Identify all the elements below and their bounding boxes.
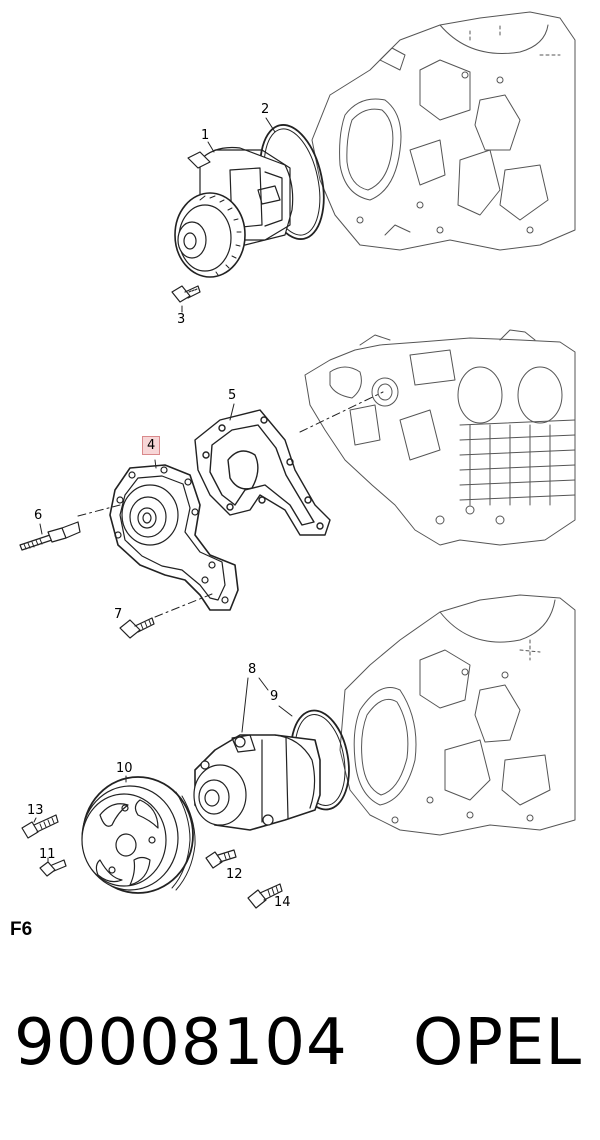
bolt-12 xyxy=(205,849,237,869)
callout-11: 11 xyxy=(39,847,56,862)
leader-13 xyxy=(33,817,37,823)
engine-block-bottom xyxy=(339,594,576,836)
leader-9 xyxy=(278,705,293,717)
callout-14: 14 xyxy=(274,895,291,910)
water-pump-8 xyxy=(193,734,321,831)
engine-block-middle xyxy=(304,329,576,546)
bolt-7 xyxy=(119,617,155,639)
callout-8: 8 xyxy=(248,662,257,677)
leader-8 xyxy=(241,677,249,733)
leader-4 xyxy=(154,459,157,469)
bolt-3 xyxy=(171,285,201,303)
leader-5 xyxy=(229,403,235,421)
bolt-14 xyxy=(247,883,283,909)
callout-2: 2 xyxy=(261,102,270,117)
part-info-row: 90008104 OPEL xyxy=(0,1006,600,1096)
leader-1 xyxy=(207,141,215,153)
figure-code: F6 xyxy=(10,919,33,940)
centerline-bolt-7 xyxy=(154,593,213,618)
water-pump-4 xyxy=(109,464,239,611)
callout-5: 5 xyxy=(228,388,237,403)
leader-8b xyxy=(258,677,269,691)
callout-10: 10 xyxy=(116,761,133,776)
stud-6 xyxy=(19,521,81,551)
bolt-13 xyxy=(21,814,59,839)
centerline-stud-6 xyxy=(77,504,121,517)
brand-name: OPEL xyxy=(413,1006,583,1080)
centerline-middle xyxy=(299,391,384,433)
pulley-10 xyxy=(81,776,196,894)
part-number: 90008104 xyxy=(14,1006,348,1080)
callout-13: 13 xyxy=(27,803,44,818)
callout-6: 6 xyxy=(34,508,43,523)
leader-6 xyxy=(39,523,43,535)
callout-1: 1 xyxy=(201,128,210,143)
leader-2 xyxy=(265,117,276,133)
callout-3: 3 xyxy=(177,312,186,327)
callout-4-highlighted: 4 xyxy=(142,436,161,455)
bolt-11 xyxy=(39,859,67,877)
engine-block-top xyxy=(311,11,576,251)
water-pump-top xyxy=(174,146,294,278)
gasket-5 xyxy=(194,409,331,536)
callout-7: 7 xyxy=(114,607,123,622)
callout-12: 12 xyxy=(226,867,243,882)
callout-9: 9 xyxy=(270,689,279,704)
